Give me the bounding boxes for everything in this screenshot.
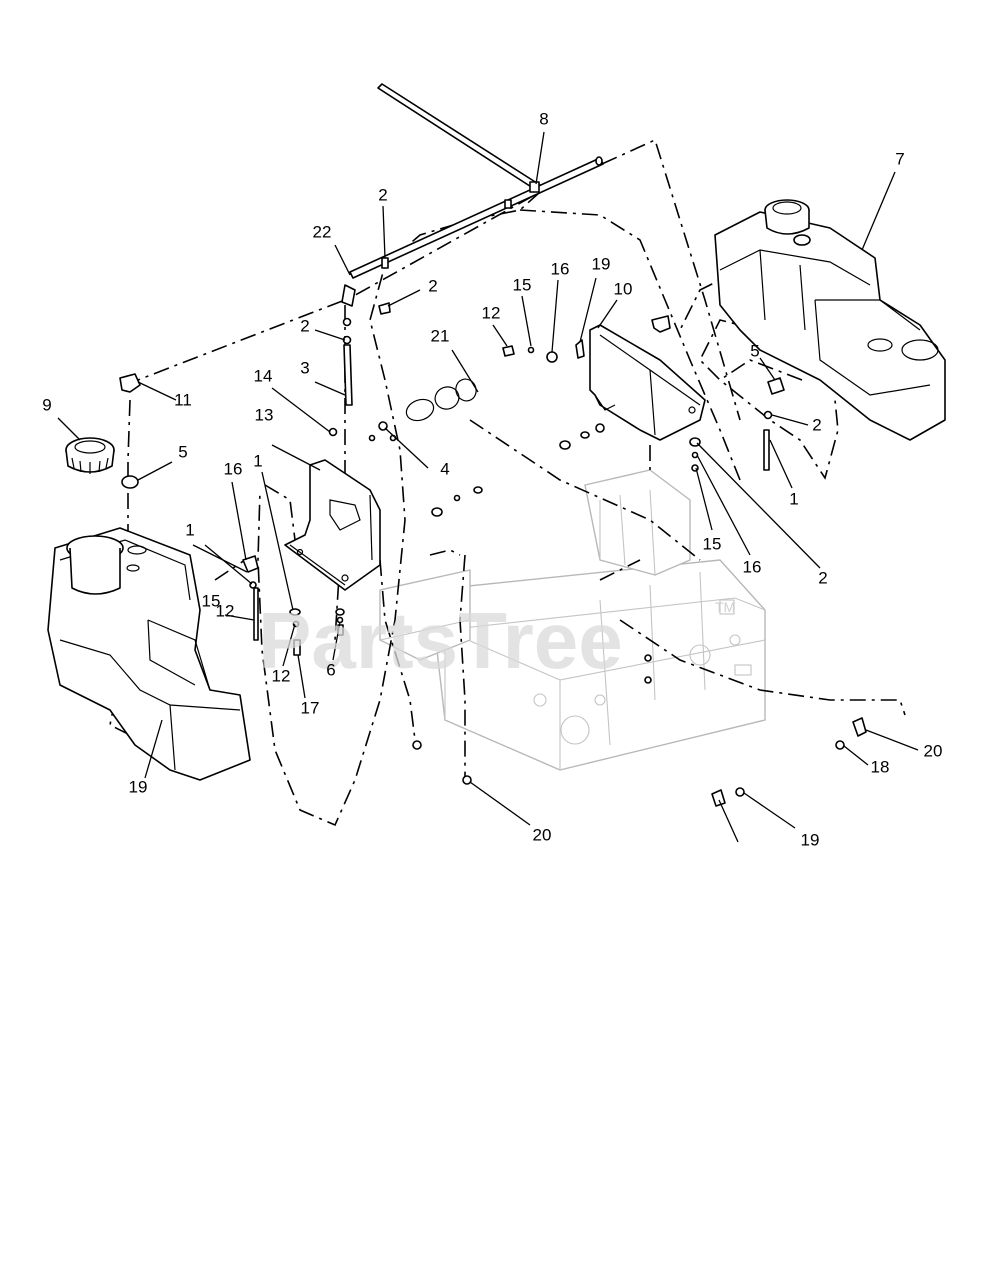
callout-1: 12 (216, 601, 235, 620)
mower-frame (379, 469, 766, 771)
callout-15: 16 (743, 557, 762, 576)
hose-clamps (405, 378, 477, 422)
callout-21: 21 (431, 326, 450, 345)
callout-8: 8 (539, 109, 548, 128)
callout-7: 7 (895, 149, 904, 168)
callout-5: 5 (750, 341, 759, 360)
callout-15: 15 (513, 275, 532, 294)
fuel-tank-right (714, 199, 946, 441)
callout-12: 12 (482, 303, 501, 322)
bracket-10 (589, 324, 706, 441)
callout-14: 14 (254, 366, 273, 385)
callout-2: 2 (812, 415, 821, 434)
callout-17: 6 (326, 660, 335, 679)
leader-lines (57, 131, 919, 843)
assembly-lines (109, 138, 906, 827)
callout-15: 12 (272, 666, 291, 685)
callout-19: 20 (924, 741, 943, 760)
callout-1: 3 (300, 358, 309, 377)
callout-18: 20 (533, 825, 552, 844)
watermark-trademark: TM (715, 599, 735, 615)
callout-11: 9 (42, 395, 51, 414)
callout-1: 15 (202, 591, 221, 610)
callout-6: 19 (129, 777, 148, 796)
hardware (119, 302, 867, 807)
callout-2: 1 (185, 520, 194, 539)
callout-2: 2 (378, 185, 387, 204)
callout-19: 19 (592, 254, 611, 273)
callout-2: 2 (300, 316, 309, 335)
callout-22: 22 (313, 222, 332, 241)
fuel-cap (65, 437, 115, 474)
callout-10: 10 (614, 279, 633, 298)
watermark: PartsTree TM (258, 596, 735, 685)
watermark-text: PartsTree (258, 596, 623, 685)
fuel-line-assembly (341, 83, 604, 307)
callouts: 8 7 2 22 2 2 15 16 19 10 12 21 5 2 1 14 … (42, 109, 942, 849)
callout-16: 2 (818, 568, 827, 587)
callout-20: 18 (871, 757, 890, 776)
callout-12: 17 (301, 698, 320, 717)
callout-5: 16 (224, 459, 243, 478)
callout-20: 19 (801, 830, 820, 849)
fuel-tank-left (47, 527, 251, 781)
callout-1: 1 (789, 489, 798, 508)
callout-3: 11 (174, 390, 192, 409)
callout-2: 2 (428, 276, 437, 295)
callout-9: 13 (255, 405, 274, 424)
callout-12: 15 (703, 534, 722, 553)
callout-13: 4 (440, 459, 449, 478)
callout-16: 16 (551, 259, 570, 278)
callout-16: 1 (253, 451, 262, 470)
bracket-9 (284, 459, 381, 591)
callout-4: 5 (178, 442, 187, 461)
